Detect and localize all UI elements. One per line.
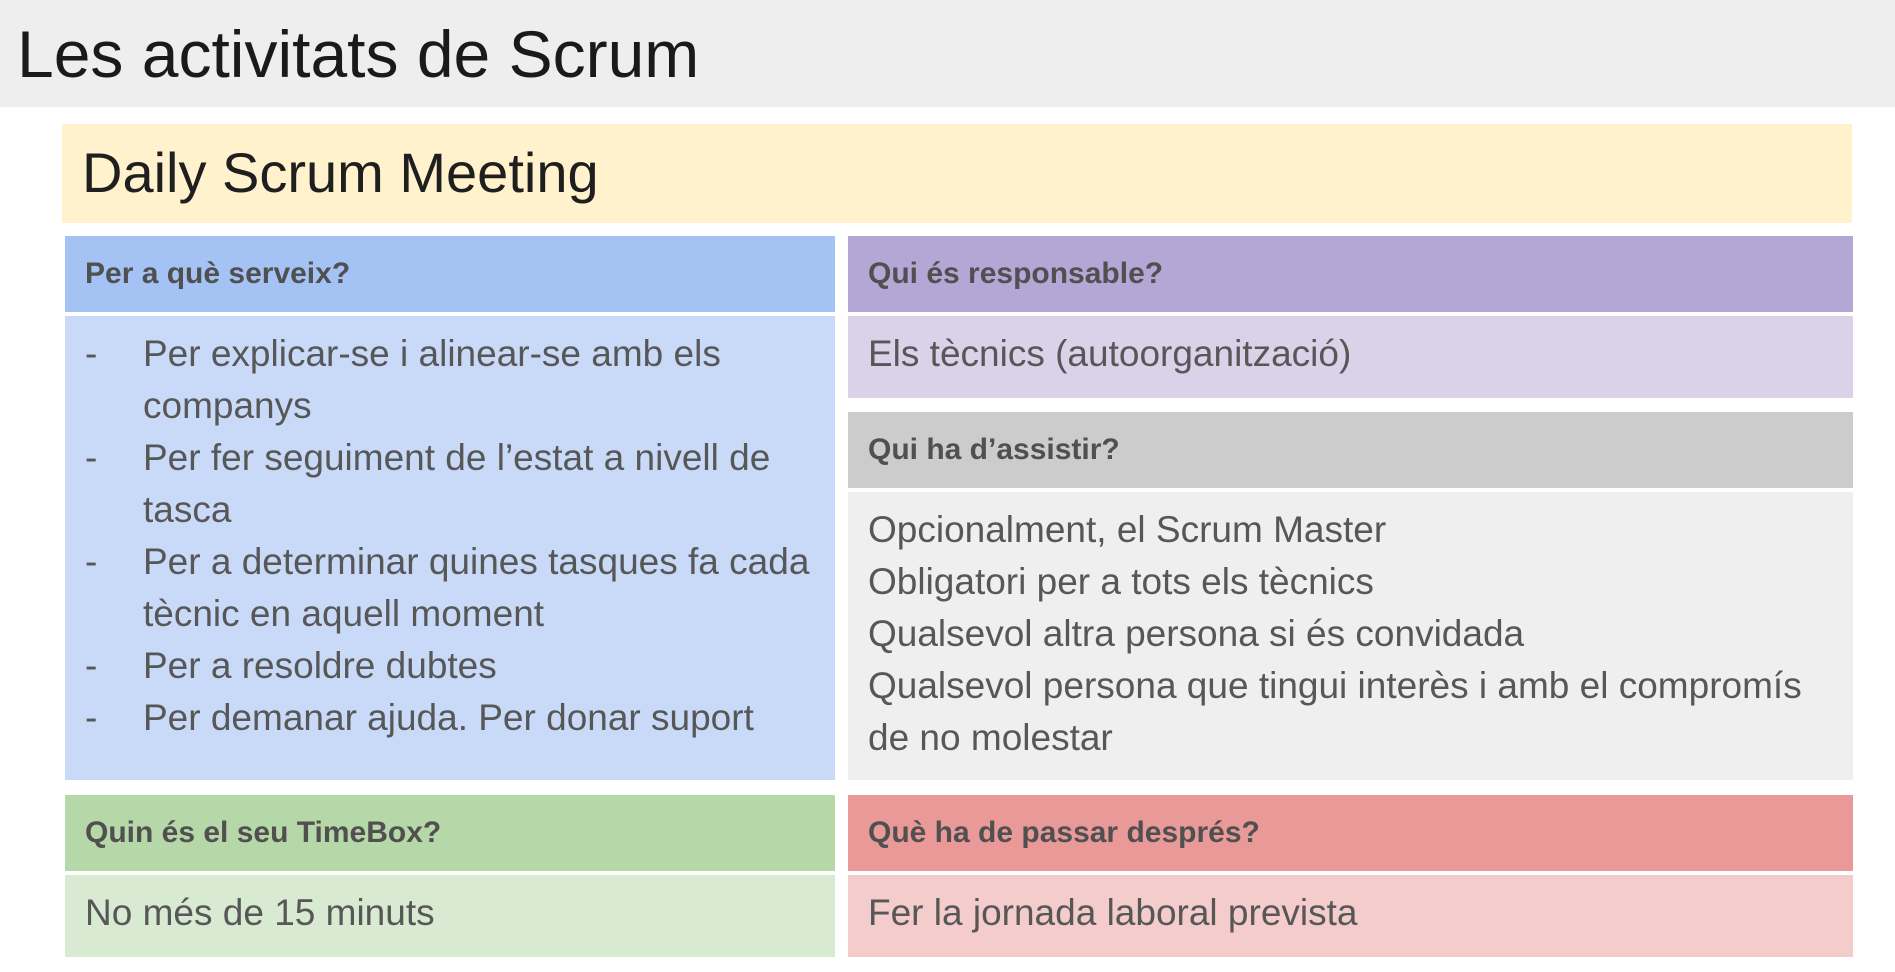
dash-bullet: - xyxy=(85,333,98,374)
attendee-line: Qualsevol altra persona si és convidada xyxy=(868,613,1525,654)
list-item: - Per fer seguiment de l’estat a nivell d… xyxy=(85,432,815,536)
attendees-body: Opcionalment, el Scrum Master Obligatori… xyxy=(848,492,1853,780)
attendees-header: Qui ha d’assistir? xyxy=(848,412,1853,488)
list-item-text: Per explicar-se i alinear-se amb els com… xyxy=(143,333,721,426)
attendee-line: Opcionalment, el Scrum Master xyxy=(868,509,1387,550)
dash-bullet: - xyxy=(85,541,98,582)
after-body: Fer la jornada laboral prevista xyxy=(848,875,1853,957)
responsible-header: Qui és responsable? xyxy=(848,236,1853,312)
purpose-header: Per a què serveix? xyxy=(65,236,835,312)
list-item-text: Per a determinar quines tasques fa cada … xyxy=(143,541,810,634)
timebox-header: Quin és el seu TimeBox? xyxy=(65,795,835,871)
list-item-text: Per a resoldre dubtes xyxy=(143,645,497,686)
subtitle-banner: Daily Scrum Meeting xyxy=(62,124,1852,223)
dash-bullet: - xyxy=(85,437,98,478)
timebox-text: No més de 15 minuts xyxy=(85,892,435,933)
list-item: - Per demanar ajuda. Per donar suport xyxy=(85,692,815,744)
purpose-body: - Per explicar-se i alinear-se amb els co… xyxy=(65,316,835,780)
after-text: Fer la jornada laboral prevista xyxy=(868,892,1358,933)
section-subtitle: Daily Scrum Meeting xyxy=(82,141,599,204)
attendee-line: Qualsevol persona que tingui interès i a… xyxy=(868,665,1802,758)
title-bar: Les activitats de Scrum xyxy=(0,0,1895,107)
list-item-text: Per fer seguiment de l’estat a nivell de… xyxy=(143,437,771,530)
list-item: - Per a determinar quines tasques fa cada… xyxy=(85,536,815,640)
after-header: Què ha de passar després? xyxy=(848,795,1853,871)
page-title: Les activitats de Scrum xyxy=(17,17,700,91)
attendee-line: Obligatori per a tots els tècnics xyxy=(868,561,1374,602)
purpose-list: - Per explicar-se i alinear-se amb els co… xyxy=(85,328,815,744)
list-item: - Per a resoldre dubtes xyxy=(85,640,815,692)
list-item: - Per explicar-se i alinear-se amb els co… xyxy=(85,328,815,432)
responsible-body: Els tècnics (autoorganització) xyxy=(848,316,1853,398)
responsible-text: Els tècnics (autoorganització) xyxy=(868,333,1352,374)
list-item-text: Per demanar ajuda. Per donar suport xyxy=(143,697,754,738)
dash-bullet: - xyxy=(85,645,98,686)
dash-bullet: - xyxy=(85,697,98,738)
timebox-body: No més de 15 minuts xyxy=(65,875,835,957)
